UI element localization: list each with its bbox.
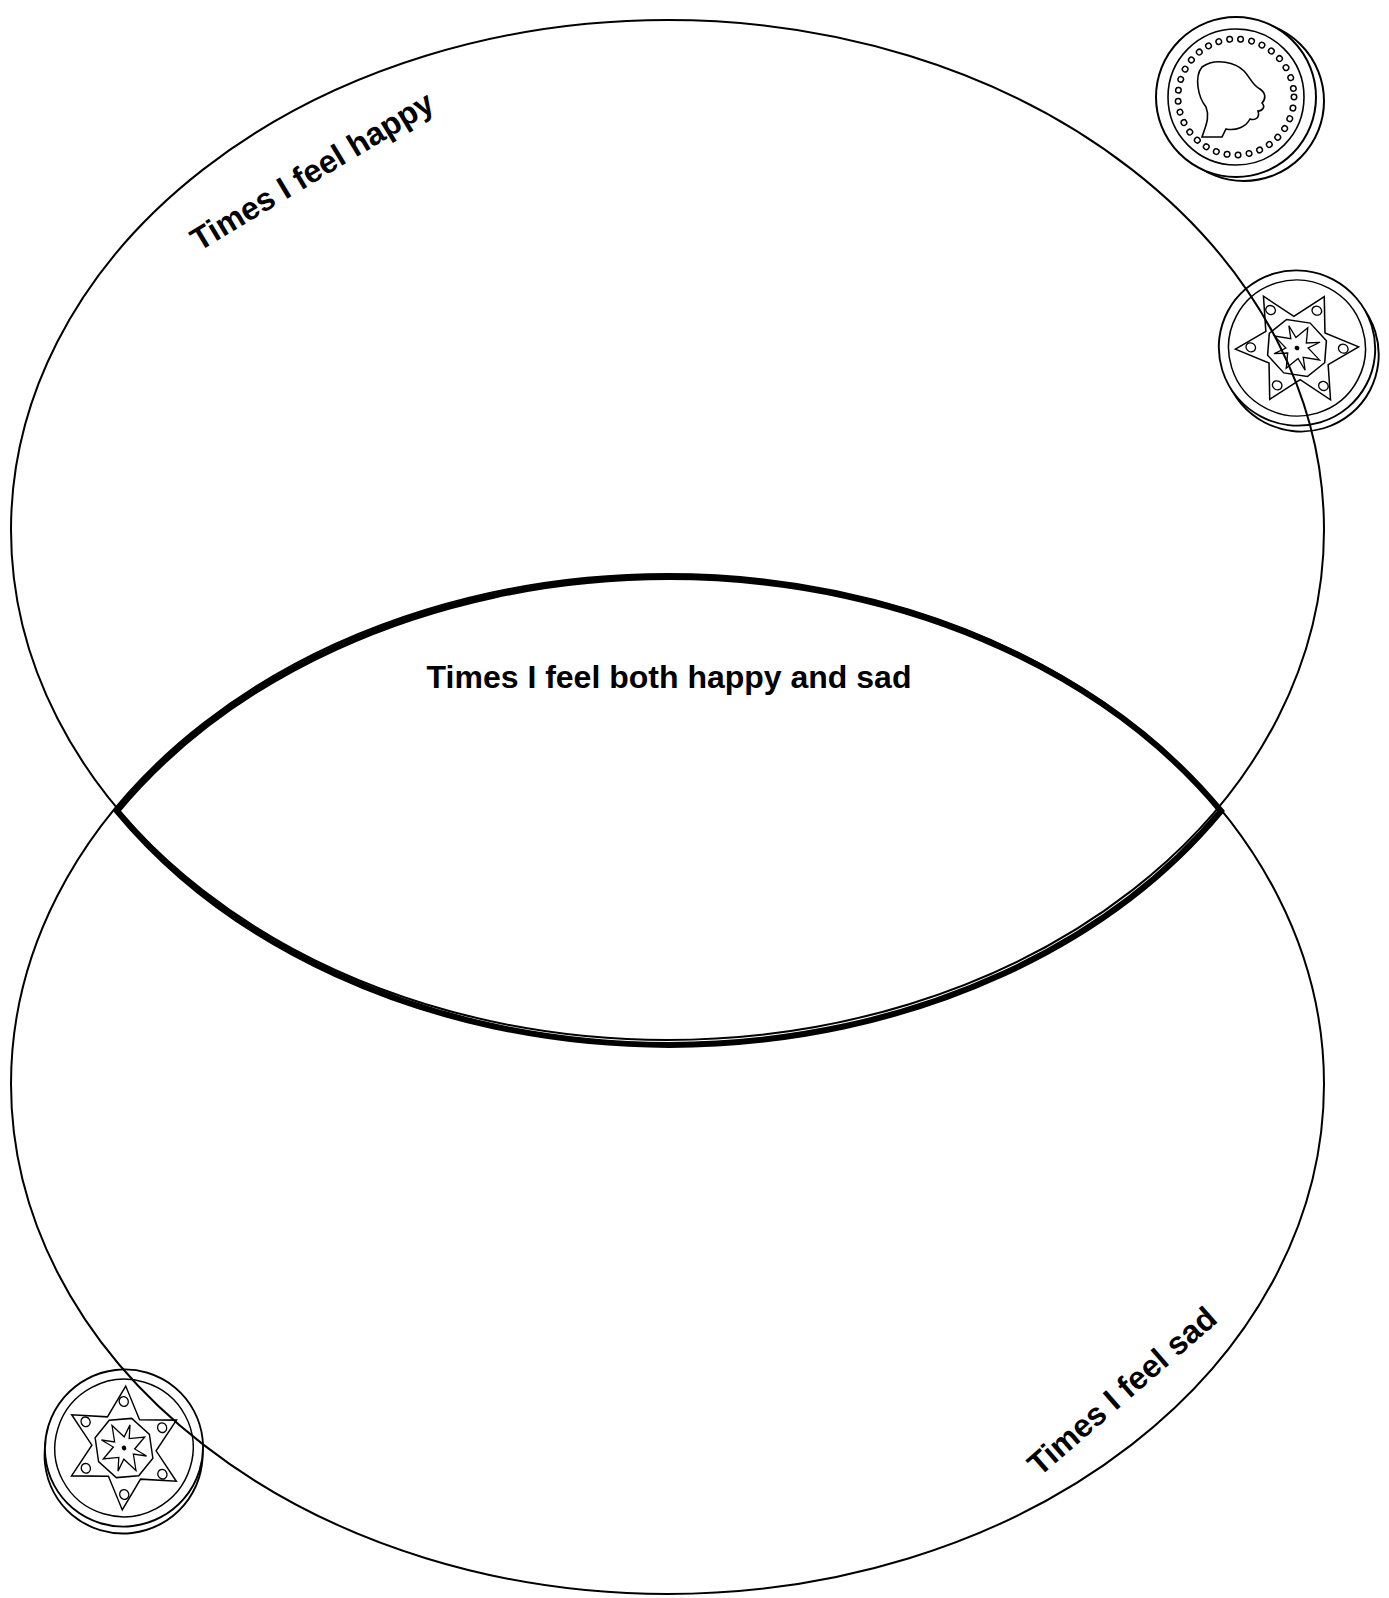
outline-shape xyxy=(11,574,1324,1594)
outline-shape xyxy=(117,577,1221,1045)
node-outline xyxy=(10,573,1325,1595)
region-label: Times I feel happy xyxy=(185,86,439,256)
venn-circle: Times I feel happy xyxy=(10,19,1325,1041)
venn-circle: Times I feel sad xyxy=(10,573,1325,1595)
face-coin xyxy=(1156,17,1324,181)
node-outline xyxy=(10,19,1325,1041)
node-outline xyxy=(117,573,1221,1041)
overlap-region: Times I feel both happy and sad xyxy=(117,573,1221,1041)
region-label: Times I feel both happy and sad xyxy=(427,661,912,693)
outline-shape xyxy=(11,20,1324,1040)
